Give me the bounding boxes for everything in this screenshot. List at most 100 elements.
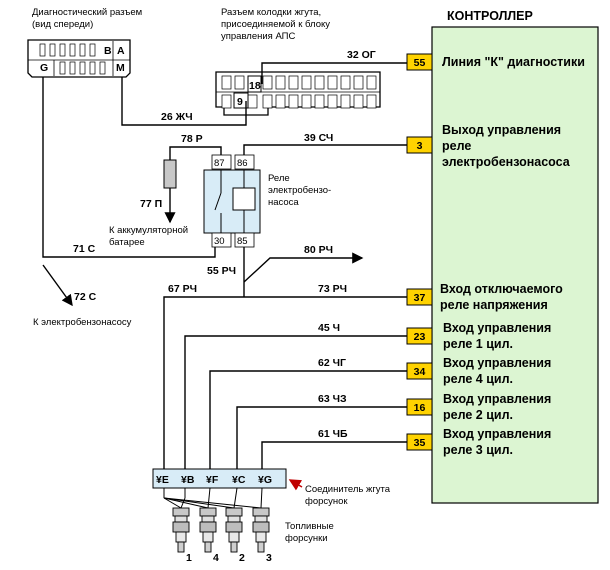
label-cyl1-input: Вход управления реле 1 цил. xyxy=(443,321,551,351)
svg-text:Диагностический разъем: Диагностический разъем xyxy=(32,7,142,18)
wire-label-73: 73 РЧ xyxy=(318,283,347,295)
svg-text:электробензо-: электробензо- xyxy=(268,185,331,196)
battery-note: К аккумуляторной батарее xyxy=(109,225,188,248)
svg-text:управления АПС: управления АПС xyxy=(221,31,296,42)
controller-pin-34: 34 xyxy=(406,362,433,380)
wire-67-73 xyxy=(163,296,407,470)
svg-text:реле 4 цил.: реле 4 цил. xyxy=(443,372,513,386)
injector-number: 1 xyxy=(186,552,192,564)
svg-text:Вход управления: Вход управления xyxy=(443,356,551,370)
svg-text:электробензонасоса: электробензонасоса xyxy=(442,155,571,169)
label-cyl2-input: Вход управления реле 2 цил. xyxy=(443,392,551,422)
fuel-injectors: 1 4 2 3 xyxy=(172,507,272,564)
wire-label-39: 39 СЧ xyxy=(304,132,333,144)
svg-text:85: 85 xyxy=(237,236,248,247)
fuel-injector-3: 3 xyxy=(252,507,272,564)
svg-text:¥B: ¥B xyxy=(181,474,195,486)
label-pump-relay-output: Выход управления реле электробензонасоса xyxy=(442,123,571,169)
wire-label-45: 45 Ч xyxy=(318,322,340,334)
controller-title: КОНТРОЛЛЕР xyxy=(447,9,533,23)
wire-80 xyxy=(243,252,364,283)
controller-box xyxy=(431,26,599,504)
wire-label-67: 67 РЧ xyxy=(168,283,197,295)
wire-label-63: 63 ЧЗ xyxy=(318,393,347,405)
injector-harness-connector: ¥E ¥B ¥F ¥C ¥G xyxy=(152,468,287,489)
injector-note: Топливные форсунки xyxy=(285,521,334,544)
svg-text:Разъем колодки жгута,: Разъем колодки жгута, xyxy=(221,7,321,18)
svg-text:Соединитель жгута: Соединитель жгута xyxy=(305,484,391,495)
wire-label-72: 72 С xyxy=(74,291,97,303)
harness-connector-title: Разъем колодки жгута, присоединяемой к б… xyxy=(221,7,330,42)
relay-title: Реле электробензо- насоса xyxy=(268,173,331,208)
fuse xyxy=(163,159,177,189)
controller-pin-3: 3 xyxy=(406,136,433,154)
wire-label-32: 32 ОГ xyxy=(347,49,376,61)
svg-text:насоса: насоса xyxy=(268,197,299,208)
fuel-injector-2: 2 xyxy=(225,507,245,564)
svg-text:9: 9 xyxy=(237,96,243,108)
wire-label-77: 77 П xyxy=(140,198,162,210)
wire-label-61: 61 ЧБ xyxy=(318,428,348,440)
svg-text:форсунки: форсунки xyxy=(285,533,328,544)
connector-note: Соединитель жгута форсунок xyxy=(305,484,391,507)
svg-text:Выход управления: Выход управления xyxy=(442,123,561,137)
svg-text:(вид спереди): (вид спереди) xyxy=(32,19,93,30)
svg-text:86: 86 xyxy=(237,158,248,169)
svg-text:23: 23 xyxy=(414,331,426,343)
svg-text:К аккумуляторной: К аккумуляторной xyxy=(109,225,188,236)
svg-text:87: 87 xyxy=(214,158,225,169)
wire-78 xyxy=(169,146,222,165)
wire-72-arrow xyxy=(42,264,73,307)
svg-text:37: 37 xyxy=(414,292,426,304)
label-cyl4-input: Вход управления реле 4 цил. xyxy=(443,356,551,386)
svg-text:реле: реле xyxy=(442,139,471,153)
svg-text:18: 18 xyxy=(249,80,261,92)
controller-pin-37: 37 xyxy=(406,288,433,306)
injector-number: 3 xyxy=(266,552,272,564)
svg-text:батарее: батарее xyxy=(109,237,145,248)
wire-39 xyxy=(243,144,407,155)
wire-label-55: 55 РЧ xyxy=(207,265,236,277)
svg-text:реле 2 цил.: реле 2 цил. xyxy=(443,408,513,422)
injector-number: 2 xyxy=(239,552,245,564)
wire-label-26: 26 ЖЧ xyxy=(161,111,193,123)
svg-text:Вход управления: Вход управления xyxy=(443,321,551,335)
wire-label-71: 71 С xyxy=(73,243,96,255)
controller-pin-35: 35 xyxy=(406,433,433,451)
label-switched-relay-input: Вход отключаемого реле напряжения xyxy=(440,282,563,312)
fuel-injector-1: 1 xyxy=(172,507,192,564)
controller-pin-16: 16 xyxy=(406,398,433,416)
svg-text:реле 3 цил.: реле 3 цил. xyxy=(443,443,513,457)
connector-pointer-arrow xyxy=(288,479,303,491)
svg-text:3: 3 xyxy=(417,140,423,152)
svg-text:35: 35 xyxy=(414,437,426,449)
wire-26 xyxy=(121,77,247,126)
injector-number: 4 xyxy=(213,552,219,564)
svg-text:реле напряжения: реле напряжения xyxy=(440,298,548,312)
wire-label-78: 78 Р xyxy=(181,133,203,145)
diagnostic-connector-title: Диагностический разъем (вид спереди) xyxy=(32,7,142,30)
svg-text:16: 16 xyxy=(414,402,426,414)
label-cyl3-input: Вход управления реле 3 цил. xyxy=(443,427,551,457)
controller-pin-55: 55 xyxy=(406,53,433,71)
svg-text:¥E: ¥E xyxy=(156,474,169,486)
controller-pin-23: 23 xyxy=(406,327,433,345)
svg-text:форсунок: форсунок xyxy=(305,496,348,507)
svg-text:A: A xyxy=(117,45,125,57)
fuel-injector-4: 4 xyxy=(199,507,219,564)
svg-text:M: M xyxy=(116,62,125,74)
pump-relay: 87 86 30 85 xyxy=(203,154,261,248)
wire-label-62: 62 ЧГ xyxy=(318,357,346,369)
svg-text:¥G: ¥G xyxy=(258,474,272,486)
svg-text:¥F: ¥F xyxy=(206,474,219,486)
svg-text:G: G xyxy=(40,62,48,74)
wire-63 xyxy=(236,406,407,470)
wire-32 xyxy=(261,62,407,84)
wire-45 xyxy=(184,335,407,470)
svg-text:Топливные: Топливные xyxy=(285,521,334,532)
svg-text:Вход управления: Вход управления xyxy=(443,427,551,441)
svg-text:присоединяемой к блоку: присоединяемой к блоку xyxy=(221,19,330,30)
harness-connector: 18 9 xyxy=(215,71,381,116)
svg-text:34: 34 xyxy=(414,366,426,378)
